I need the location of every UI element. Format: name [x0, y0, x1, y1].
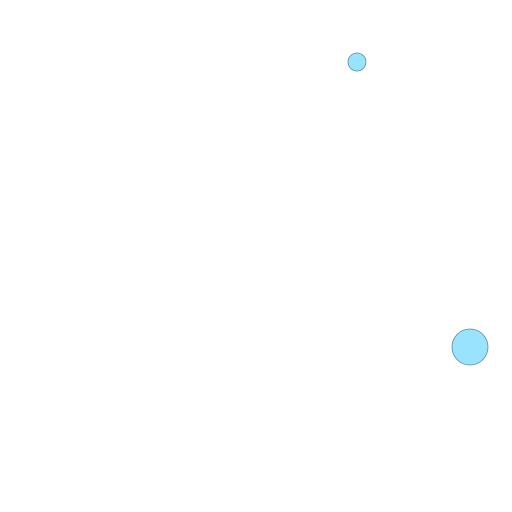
small-circle: [347, 52, 367, 72]
large-circle: [451, 328, 489, 366]
